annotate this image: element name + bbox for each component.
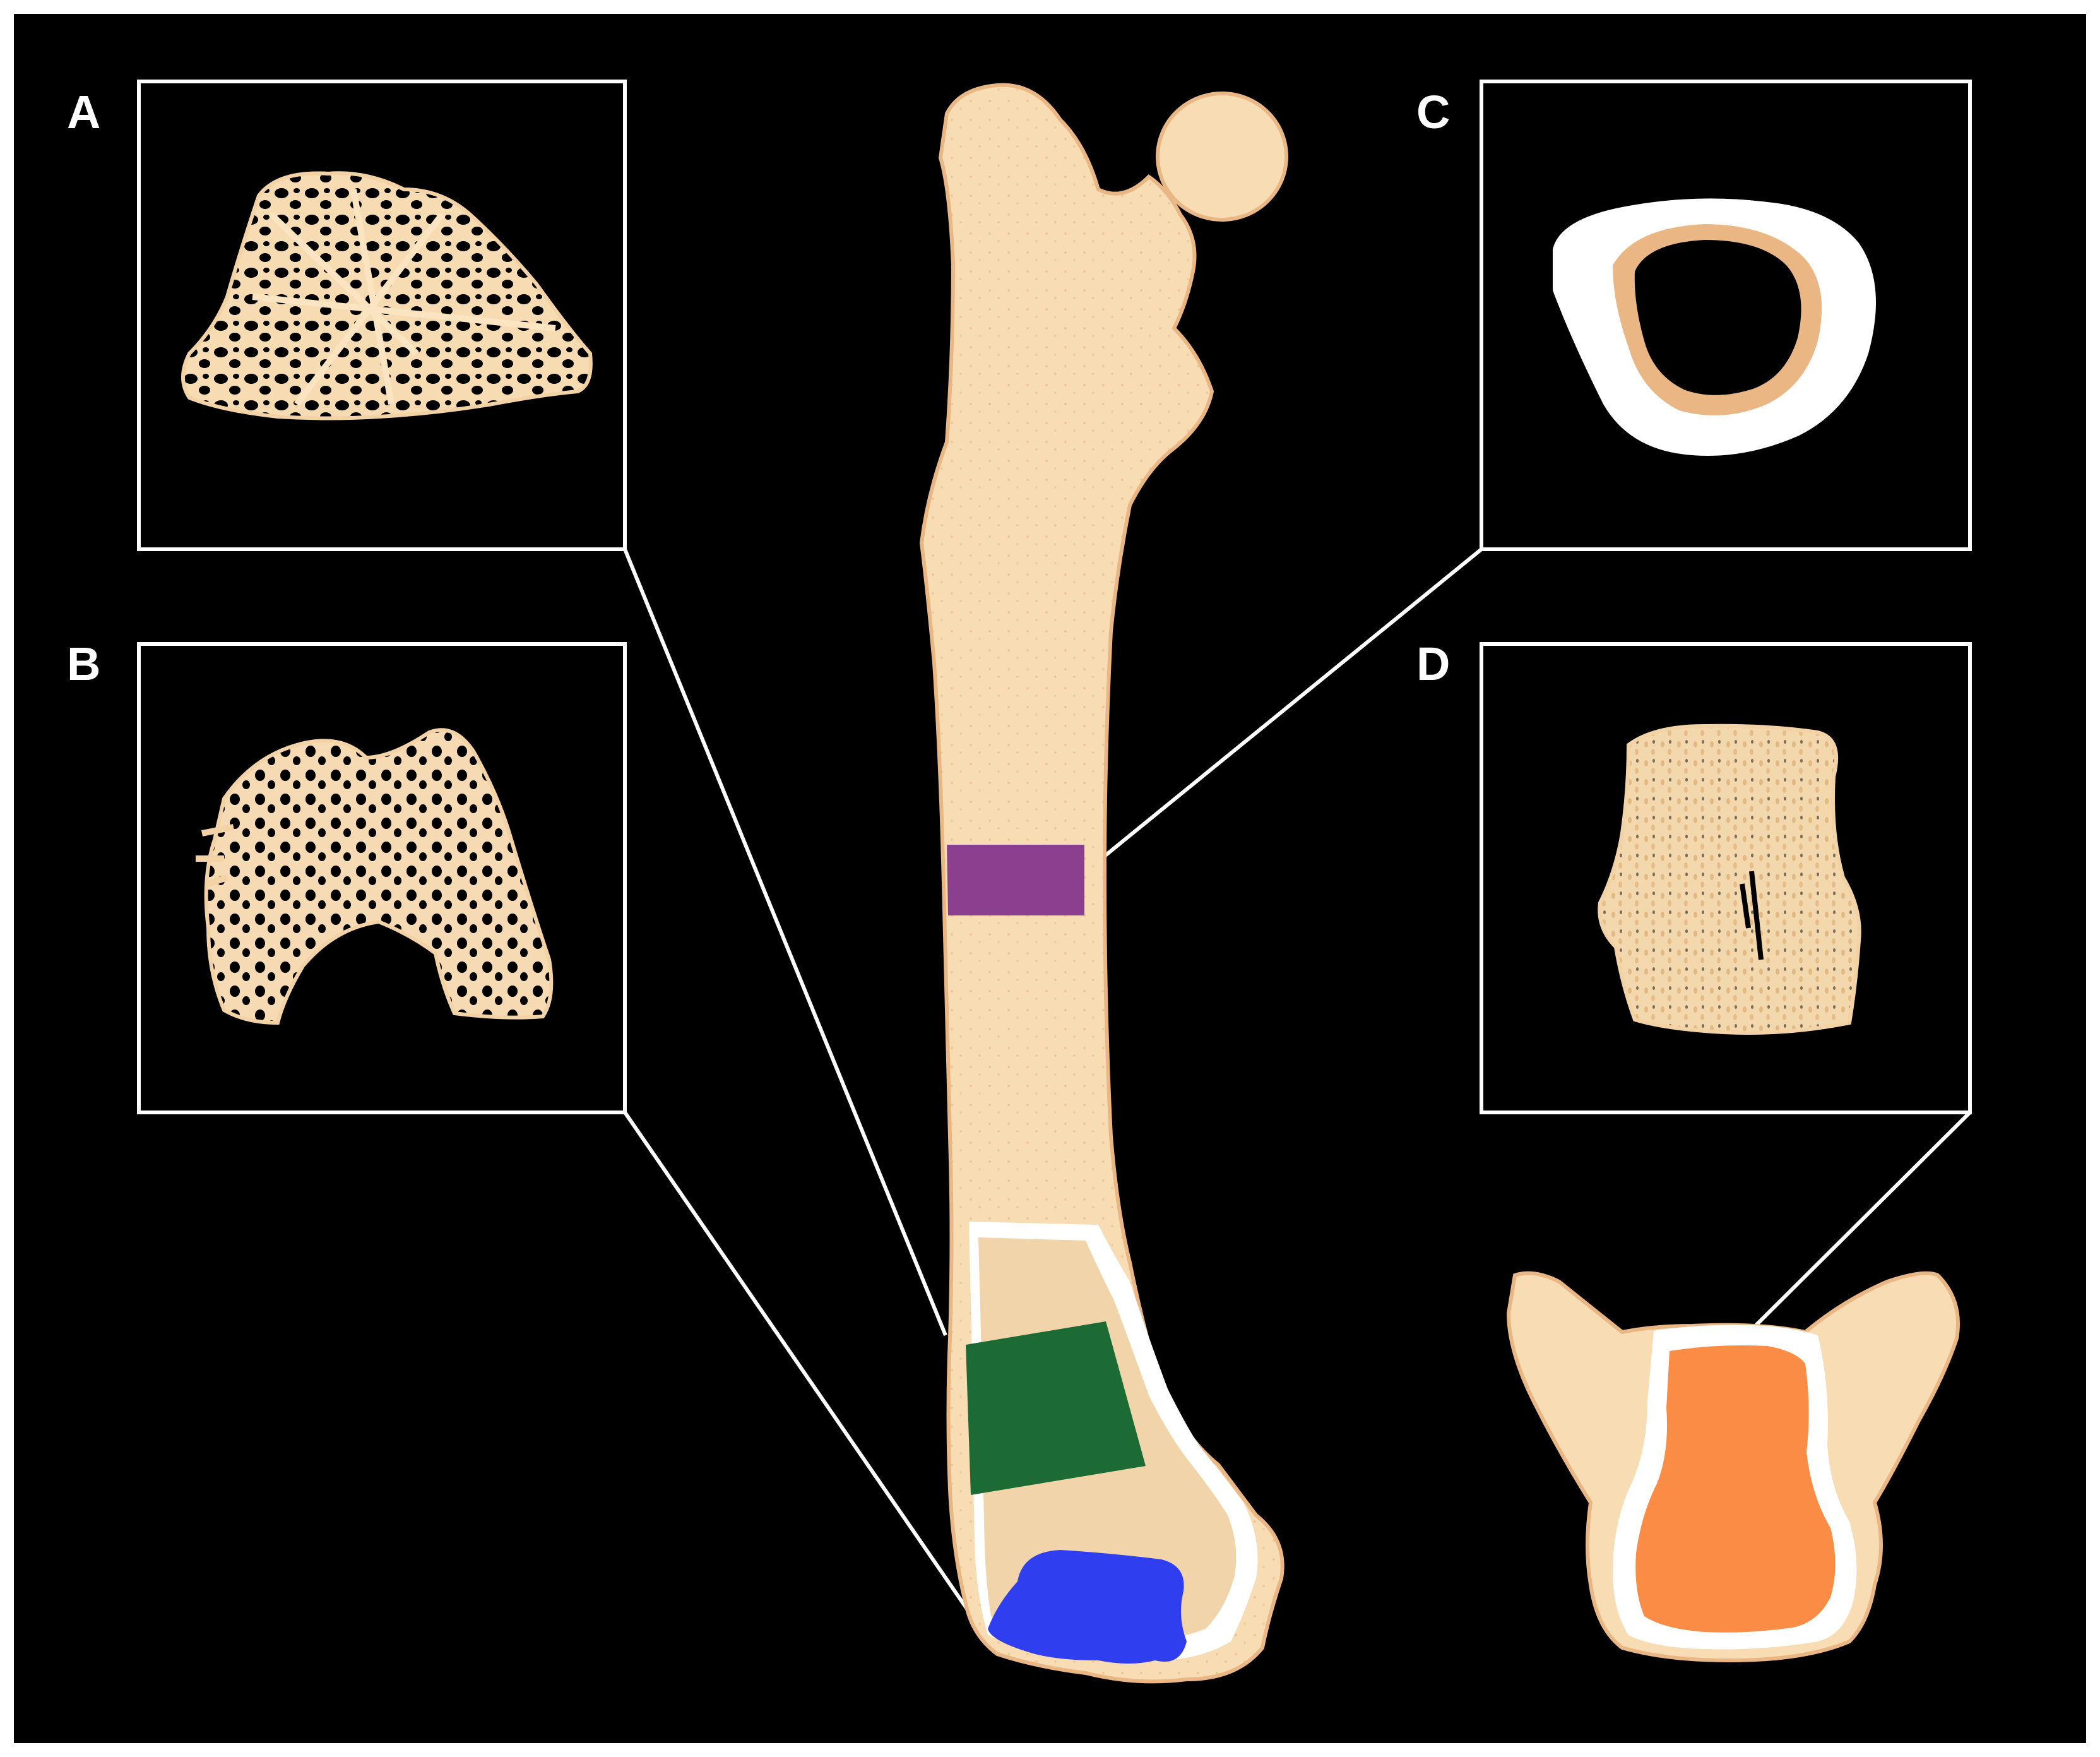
femoral-head	[1156, 92, 1288, 222]
panel-frame-b	[137, 642, 627, 1114]
femur	[919, 83, 1288, 1684]
panel-b-trabecular	[196, 728, 554, 1025]
connector-c	[1083, 547, 1483, 874]
connector-lines	[623, 547, 1972, 1617]
connector-d	[1750, 1111, 1972, 1331]
panel-a-trabecular	[181, 171, 593, 420]
panel-label-b: B	[67, 638, 100, 690]
panel-frame-a	[137, 80, 627, 551]
panel-frame-c	[1480, 80, 1972, 551]
panel-frame-d	[1480, 642, 1972, 1114]
panel-d-trabecular	[1598, 724, 1861, 1035]
midshaft-band	[947, 845, 1084, 915]
connector-b	[623, 1111, 974, 1617]
epiphysis-region	[988, 1550, 1187, 1664]
condyle-region	[1635, 1345, 1836, 1633]
connector-a	[623, 548, 947, 1337]
panel-label-d: D	[1416, 638, 1450, 690]
panel-label-c: C	[1416, 86, 1450, 138]
panel-label-a: A	[67, 86, 100, 138]
panel-c-cortical-ring	[1553, 198, 1876, 456]
distal-cross-section	[1506, 1271, 1960, 1663]
metaphysis-region	[966, 1321, 1146, 1495]
